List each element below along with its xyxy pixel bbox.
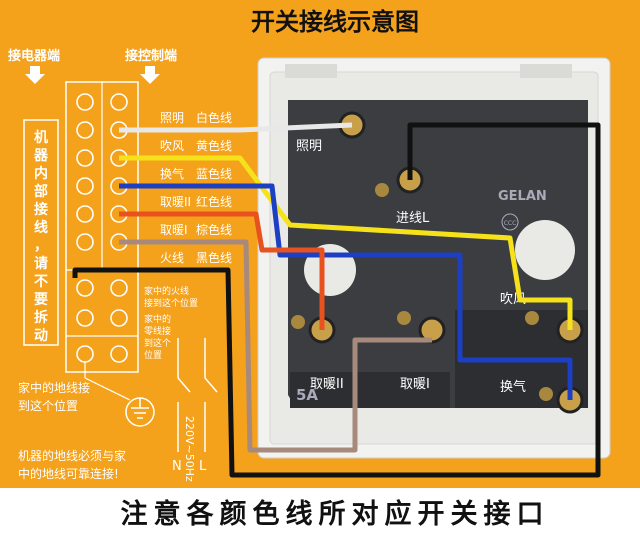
neutral-wire-note-line: 位置 <box>144 349 162 361</box>
wire-black <box>72 122 601 478</box>
screw-icon <box>525 311 539 325</box>
brand-logo: GELAN <box>498 189 547 204</box>
live-wire-note: 家中的火线 接到这个位置 <box>144 285 198 309</box>
ccc-mark-icon <box>501 213 519 231</box>
neutral-wire-note: 家中的 零线接 到这个 位置 <box>144 313 171 361</box>
ground-warning-line: 机器的地线必须与家 <box>18 448 126 463</box>
live-label: L <box>199 459 207 474</box>
plate-slot <box>285 64 337 78</box>
neutral-wire-note-line: 到这个 <box>144 337 171 349</box>
ground-icon <box>125 397 155 427</box>
ccc-mark: CCC <box>504 220 517 227</box>
wire-label-list: 照明 白色线 吹风 黄色线 换气 蓝色线 取暖II 红色线 取暖I 棕色线 火线… <box>160 110 232 265</box>
ground-warning: 机器的地线必须与家 中的地线可靠连接! <box>18 448 126 481</box>
vertical-note-char: 接 <box>34 201 48 218</box>
vertical-note: 机 器 内 部 接 线 ， 请 不 要 拆 动 <box>33 129 49 344</box>
terminal-screw-icon <box>110 93 128 111</box>
terminal-screw-icon <box>110 279 128 297</box>
vertical-note-char: 动 <box>34 327 48 344</box>
terminal-screw-icon <box>76 121 94 139</box>
ground-note: 家中的地线接 到这个位置 <box>18 380 90 413</box>
wire-label-name: 取暖II <box>160 195 191 209</box>
switch-labels: 照明 进线L 吹风 换气 取暖II 取暖I <box>296 139 526 395</box>
vertical-note-char: 线 <box>34 219 48 236</box>
terminal-screw-icon <box>76 177 94 195</box>
wire-label-color: 棕色线 <box>196 222 232 237</box>
ground-lead <box>84 377 131 401</box>
vertical-note-box <box>23 119 59 346</box>
switch-label-lighting: 照明 <box>296 139 322 154</box>
wire-label-name: 换气 <box>160 166 184 181</box>
wire-label-color: 白色线 <box>196 110 232 125</box>
wires <box>72 122 601 478</box>
terminal-screw-icon <box>76 93 94 111</box>
supply-voltage-label: 220V~50Hz <box>183 416 196 482</box>
footer-band <box>0 488 640 535</box>
wire-blue <box>119 183 573 400</box>
wire-label-color: 蓝色线 <box>196 167 232 181</box>
vertical-note-char: 器 <box>33 148 49 164</box>
neutral-wire-note-line: 家中的 <box>144 313 171 325</box>
wire-label-name: 取暖I <box>160 223 188 237</box>
screw-icon <box>397 311 411 325</box>
terminal-screw-icon <box>110 309 128 327</box>
header-appliance-side: 接电器端 <box>8 48 60 64</box>
terminal-screw-icon <box>76 233 94 251</box>
vertical-note-char: 内 <box>34 165 48 182</box>
wire-label-name: 吹风 <box>160 139 184 153</box>
switch-label-input: 进线L <box>396 211 430 226</box>
wire-label-name: 照明 <box>160 111 184 125</box>
terminal-screw-icon <box>76 205 94 223</box>
header-control-side: 接控制端 <box>125 48 177 64</box>
vertical-note-char: 请 <box>34 255 48 272</box>
live-wire-note-line: 接到这个位置 <box>144 297 198 309</box>
ground-note-line: 家中的地线接 <box>18 380 90 395</box>
breaker-icon <box>177 338 218 452</box>
neutral-label: N <box>172 459 182 474</box>
arrow-down-icon <box>25 66 45 84</box>
wire-label-color: 黄色线 <box>196 139 232 153</box>
ground-note-line: 到这个位置 <box>18 398 78 413</box>
vertical-note-char: 要 <box>34 292 48 308</box>
vertical-note-char: 部 <box>34 183 48 200</box>
switch-label-vent: 换气 <box>500 379 526 395</box>
plate-slot <box>520 64 572 78</box>
screw-icon <box>539 387 553 401</box>
terminal-screw-icon <box>76 149 94 167</box>
neutral-wire-note-line: 零线接 <box>144 325 171 337</box>
switch-body-base <box>290 372 450 408</box>
vertical-note-char: ， <box>34 238 48 254</box>
wire-label-name: 火线 <box>160 251 184 265</box>
rating-label: 5A <box>296 386 318 404</box>
vertical-note-char: 拆 <box>34 309 48 326</box>
terminal-screw-icon <box>76 279 94 297</box>
switch-label-heat1: 取暖I <box>400 377 430 392</box>
wire-label-color: 黑色线 <box>196 251 232 265</box>
footer-notice: 注意各颜色线所对应开关接口 <box>121 498 550 530</box>
switch-label-heat2: 取暖II <box>310 377 344 392</box>
vertical-note-char: 不 <box>34 274 48 290</box>
screw-icon <box>375 183 389 197</box>
wire-red <box>119 211 325 330</box>
live-wire-note-line: 家中的火线 <box>144 285 189 297</box>
terminal-screw-icon <box>76 309 94 327</box>
ground-warning-line: 中的地线可靠连接! <box>18 466 119 481</box>
vertical-note-char: 机 <box>34 129 48 146</box>
wire-label-color: 红色线 <box>196 194 232 209</box>
terminal-screw-icon <box>110 345 128 363</box>
diagram-title: 开关接线示意图 <box>251 8 419 36</box>
screw-icon <box>291 315 305 329</box>
mounting-hole <box>515 220 575 280</box>
wire-yellow <box>119 155 573 330</box>
wire-brown <box>119 239 432 453</box>
arrow-down-icon <box>140 66 160 84</box>
wire-white <box>119 122 353 133</box>
